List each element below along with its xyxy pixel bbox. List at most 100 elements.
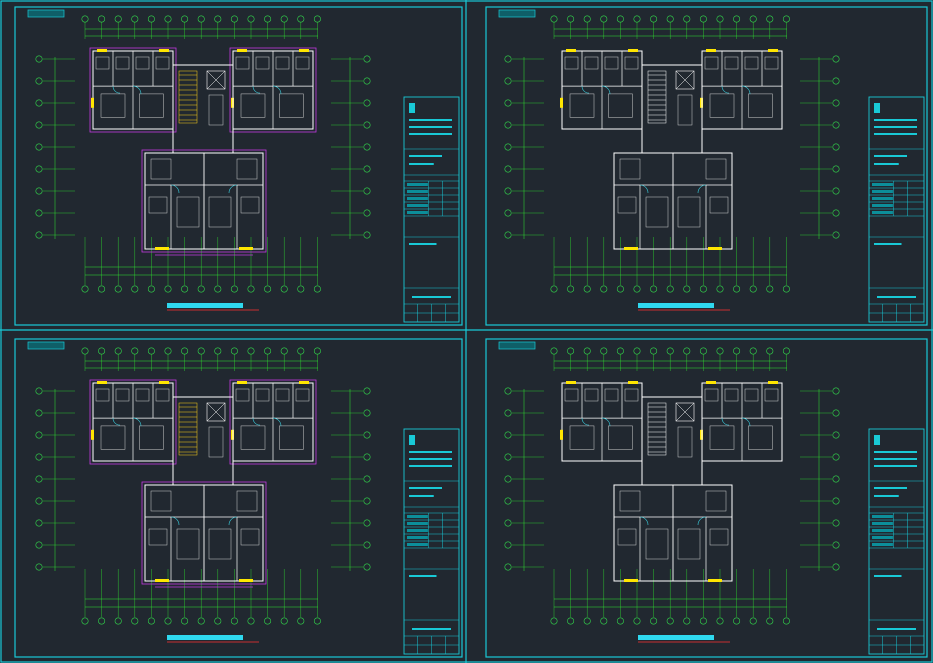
furniture-block — [135, 56, 150, 70]
axis-grid-bubble-icon — [230, 15, 238, 23]
table-cell-fill — [407, 190, 428, 193]
axis-grid-bubble-icon — [363, 387, 371, 395]
axis-grid-bubble-icon — [504, 231, 512, 239]
axis-grid-bubble-icon — [297, 285, 305, 293]
door-swing-icon — [741, 85, 751, 95]
axis-grid-bubble-icon — [197, 347, 205, 355]
door-swing-icon — [601, 85, 611, 95]
axis-grid-bubble-icon — [131, 347, 139, 355]
axis-grid-bubble-icon — [699, 347, 707, 355]
axis-grid-bubble-icon — [766, 617, 774, 625]
axis-grid-bubble-icon — [181, 15, 189, 23]
table-cell-fill — [872, 190, 893, 193]
axis-grid-bubble-icon — [264, 285, 272, 293]
axis-grid-bubble-icon — [164, 617, 172, 625]
elevator-shaft — [206, 402, 226, 422]
furniture-block — [115, 388, 130, 402]
window-mark — [299, 49, 309, 52]
door-swing-icon — [697, 516, 707, 526]
furniture-block — [624, 388, 639, 402]
table-cell-fill — [872, 543, 893, 546]
axis-grid-bubble-icon — [131, 15, 139, 23]
axis-grid-bubble-icon — [164, 285, 172, 293]
title-line — [409, 133, 452, 135]
axis-grid-bubble-icon — [297, 15, 305, 23]
table-cell-fill — [407, 515, 428, 518]
plan-caption-bar — [167, 303, 243, 308]
table-cell-fill — [872, 197, 893, 200]
elevator-cross — [206, 402, 226, 422]
axis-grid-bubble-icon — [98, 347, 106, 355]
door-swing-icon — [132, 85, 142, 95]
axis-grid-bubble-icon — [782, 617, 790, 625]
axis-grid-bubble-icon — [147, 617, 155, 625]
furniture-block — [645, 528, 669, 560]
logo-mark — [874, 435, 880, 445]
axis-grid-bubble-icon — [35, 475, 43, 483]
window-mark — [159, 381, 169, 384]
axis-grid-bubble-icon — [749, 617, 757, 625]
axis-grid-bubble-icon — [650, 285, 658, 293]
axis-grid-bubble-icon — [147, 285, 155, 293]
unit-outline — [229, 379, 317, 465]
window-mark — [624, 247, 638, 250]
furniture-block — [295, 56, 310, 70]
title-line — [877, 296, 916, 298]
axis-grid-bubble-icon — [683, 347, 691, 355]
axis-grid-bubble-icon — [35, 55, 43, 63]
unit-outline — [89, 47, 177, 133]
corridor-block — [208, 94, 224, 126]
axis-grid-bubble-icon — [131, 285, 139, 293]
axis-grid-bubble-icon — [504, 541, 512, 549]
furniture-block — [704, 388, 719, 402]
window-mark — [560, 97, 563, 108]
logo-mark — [409, 103, 415, 113]
furniture-block — [208, 528, 232, 560]
furniture-block — [677, 528, 701, 560]
axis-grid-bubble-icon — [81, 617, 89, 625]
furniture-block — [100, 425, 126, 450]
axis-grid-bubble-icon — [832, 519, 840, 527]
axis-grid-bubble-icon — [699, 15, 707, 23]
drawing-sheet-top-right — [485, 6, 928, 326]
door-swing-icon — [228, 184, 238, 194]
window-mark — [566, 381, 576, 384]
door-swing-icon — [272, 417, 282, 427]
axis-grid-bubble-icon — [114, 285, 122, 293]
door-swing-icon — [170, 516, 180, 526]
axis-grid-bubble-icon — [35, 431, 43, 439]
title-line — [874, 119, 917, 121]
window-mark — [155, 247, 169, 250]
corridor-block — [677, 94, 693, 126]
axis-grid-bubble-icon — [832, 231, 840, 239]
axis-grid-bubble-icon — [733, 285, 741, 293]
plan-caption-bar — [167, 635, 243, 640]
stair-icon — [178, 70, 198, 124]
title-line — [409, 243, 437, 245]
window-mark — [155, 579, 169, 582]
axis-grid-bubble-icon — [247, 617, 255, 625]
door-swing-icon — [639, 184, 649, 194]
furniture-block — [275, 56, 290, 70]
elevator-shaft — [675, 402, 695, 422]
axis-grid-bubble-icon — [766, 347, 774, 355]
door-swing-icon — [721, 86, 730, 94]
axis-grid-bubble-icon — [633, 617, 641, 625]
furniture-block — [604, 388, 619, 402]
axis-grid-bubble-icon — [733, 15, 741, 23]
axis-grid-bubble-icon — [583, 285, 591, 293]
axis-grid-bubble-icon — [782, 285, 790, 293]
title-line — [409, 495, 434, 497]
axis-grid-bubble-icon — [504, 165, 512, 173]
furniture-block — [240, 93, 266, 118]
furniture-block — [275, 388, 290, 402]
furniture-block — [240, 528, 260, 546]
window-mark — [708, 579, 722, 582]
title-line — [874, 155, 907, 157]
axis-grid-bubble-icon — [280, 617, 288, 625]
axis-grid-bubble-icon — [181, 617, 189, 625]
axis-grid-bubble-icon — [35, 453, 43, 461]
furniture-block — [764, 56, 779, 70]
